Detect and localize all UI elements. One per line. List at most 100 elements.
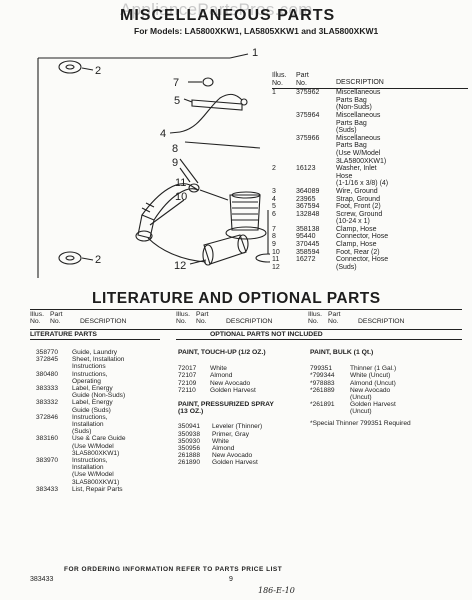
list-item: 72109New Avocado <box>178 380 304 387</box>
parts-table: Illus. No. Part No. DESCRIPTION 1375962M… <box>272 72 468 271</box>
divider <box>176 339 462 340</box>
cell-desc: Strap, Ground <box>336 196 468 204</box>
list-item: Guide (Non-Suds) <box>36 392 171 399</box>
table-row: 3364089Wire, Ground <box>272 188 468 196</box>
part-number: 72109 <box>178 380 210 387</box>
part-number <box>36 421 72 428</box>
cell-illus: 9 <box>272 241 296 249</box>
part-number <box>36 392 72 399</box>
cell-part: 16272 <box>296 256 336 264</box>
part-number: 372846 <box>36 414 72 421</box>
table-row: 375966Miscellaneous <box>272 135 468 143</box>
part-description: Guide (Suds) <box>72 407 171 414</box>
table-row: Parts Bag <box>272 97 468 105</box>
table-row: 7358138Clamp, Hose <box>272 226 468 234</box>
cell-part <box>296 264 336 272</box>
part-number: 383332 <box>36 399 72 406</box>
table-row: 3LA5800XKW1) <box>272 158 468 166</box>
part-description: Use & Care Guide <box>72 435 171 442</box>
lit-col-header-3: Illus. No. Part No. DESCRIPTION <box>308 311 458 325</box>
cell-desc: Foot, Rear (2) <box>336 249 468 257</box>
part-description: Operating <box>72 378 171 385</box>
parts-table-body: 1375962MiscellaneousParts Bag(Non-Suds)3… <box>272 89 468 271</box>
part-number: *261889 <box>310 387 350 394</box>
list-item: Instructions <box>36 363 171 370</box>
table-row: 216123Washer, Inlet <box>272 165 468 173</box>
part-number: 358770 <box>36 349 72 356</box>
col-desc: DESCRIPTION <box>336 72 468 87</box>
list-item: 350938Primer, Gray <box>178 431 304 438</box>
table-row: 12(Suds) <box>272 264 468 272</box>
part-description: Almond (Uncut) <box>350 380 460 387</box>
cell-part: 132848 <box>296 211 336 219</box>
paint-spray-heading: PAINT, PRESSURIZED SPRAY <box>178 401 304 408</box>
part-description: White (Uncut) <box>350 372 460 379</box>
cell-desc: (1-1/16 x 3/8) (4) <box>336 180 468 188</box>
part-description: Leveler (Thinner) <box>212 423 304 430</box>
cell-part: 375962 <box>296 89 336 97</box>
part-number: 383160 <box>36 435 72 442</box>
part-description: Primer, Gray <box>212 431 304 438</box>
part-description: (Suds) <box>72 428 171 435</box>
cell-part: 375966 <box>296 135 336 143</box>
part-description: 3LA5800XKW1) <box>72 450 171 457</box>
table-row: (Use W/Model <box>272 150 468 158</box>
list-item: 72107Almond <box>178 372 304 379</box>
cell-desc: Miscellaneous <box>336 135 468 143</box>
cell-desc: Hose <box>336 173 468 181</box>
part-number: 72017 <box>178 365 210 372</box>
cell-illus <box>272 97 296 105</box>
list-item: 350956Almond <box>178 445 304 452</box>
paint-bulk-list: 799351Thinner (1 Gal.)*799344White (Uncu… <box>310 365 460 415</box>
cell-illus: 4 <box>272 196 296 204</box>
part-number <box>36 479 72 486</box>
part-number <box>36 471 72 478</box>
lit-col-part: Part No. <box>196 311 226 325</box>
cell-part <box>296 218 336 226</box>
cell-desc: (Suds) <box>336 264 468 272</box>
list-item: 383333Label, Energy <box>36 385 171 392</box>
part-description: Golden Harvest <box>212 459 304 466</box>
part-number: 383970 <box>36 457 72 464</box>
paint-spray-list: 350941Leveler (Thinner)350938Primer, Gra… <box>178 423 304 466</box>
cell-illus <box>272 142 296 150</box>
cell-illus: 1 <box>272 89 296 97</box>
lit-col-header-2: Illus. No. Part No. DESCRIPTION <box>176 311 306 325</box>
part-description: Golden Harvest <box>350 401 460 408</box>
page-number: 9 <box>229 576 233 583</box>
list-item: 3LA5800XKW1) <box>36 450 171 457</box>
part-description: 3LA5800XKW1) <box>72 479 171 486</box>
cell-illus <box>272 173 296 181</box>
callout-8: 8 <box>172 143 178 155</box>
list-item: 72110Golden Harvest <box>178 387 304 394</box>
cell-part: 16123 <box>296 165 336 173</box>
part-description: List, Repair Parts <box>72 486 171 493</box>
cell-illus <box>272 120 296 128</box>
lit-col-desc: DESCRIPTION <box>226 311 272 325</box>
divider <box>30 309 462 310</box>
part-number: 350930 <box>178 438 212 445</box>
cell-desc: Clamp, Hose <box>336 226 468 234</box>
part-number: 380480 <box>36 371 72 378</box>
part-description: Instructions <box>72 363 171 370</box>
part-description: Almond <box>210 372 304 379</box>
table-row: (10-24 x 1) <box>272 218 468 226</box>
table-row: 10358594Foot, Rear (2) <box>272 249 468 257</box>
table-row: (Suds) <box>272 127 468 135</box>
paint-bulk: PAINT, BULK (1 Qt.) 799351Thinner (1 Gal… <box>310 349 460 427</box>
part-number: 372845 <box>36 356 72 363</box>
cell-part: 364089 <box>296 188 336 196</box>
part-number <box>36 407 72 414</box>
cell-illus <box>272 135 296 143</box>
col-illus: Illus. No. <box>272 72 296 87</box>
cell-desc: Clamp, Hose <box>336 241 468 249</box>
list-item: Installation <box>36 464 171 471</box>
part-description: Installation <box>72 464 171 471</box>
table-row: 895440Connector, Hose <box>272 233 468 241</box>
list-item: 261888New Avocado <box>178 452 304 459</box>
list-item: (Use W/Model <box>36 443 171 450</box>
cell-desc: Parts Bag <box>336 142 468 150</box>
list-item: 383970Instructions, <box>36 457 171 464</box>
cell-desc: Parts Bag <box>336 120 468 128</box>
cell-part <box>296 150 336 158</box>
